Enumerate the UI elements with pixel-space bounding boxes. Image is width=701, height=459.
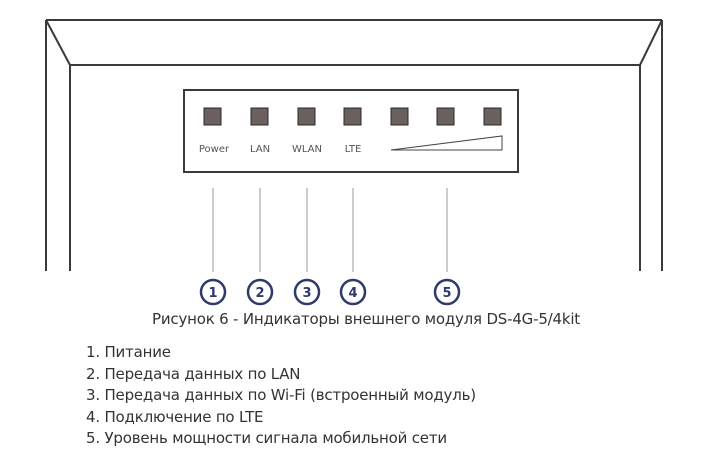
label-power: Power	[199, 144, 230, 155]
list-item: 5. Уровень мощности сигнала мобильной се…	[86, 429, 447, 448]
device-housing	[45, 19, 663, 271]
list-item: 2. Передача данных по LAN	[86, 364, 301, 383]
led-signal-1	[390, 107, 409, 126]
led-power	[203, 107, 222, 126]
indicator-panel	[183, 89, 519, 173]
legend-list: 1. Питание 2. Передача данных по LAN 3. …	[86, 342, 476, 450]
label-wlan: WLAN	[292, 144, 322, 155]
callout-3: 3	[302, 286, 311, 301]
led-signal-3	[483, 107, 502, 126]
callout-5: 5	[442, 286, 451, 301]
label-lte: LTE	[345, 144, 362, 155]
callout-2: 2	[255, 286, 264, 301]
leds	[203, 107, 502, 126]
leader-lines	[212, 188, 448, 272]
figure-caption: Рисунок 6 - Индикаторы внешнего модуля D…	[152, 310, 580, 328]
label-lan: LAN	[250, 144, 270, 155]
callout-1: 1	[208, 286, 217, 301]
list-item: 1. Питание	[86, 343, 171, 361]
callout-4: 4	[348, 286, 357, 301]
led-lan	[250, 107, 269, 126]
led-lte	[343, 107, 362, 126]
led-wlan	[297, 107, 316, 126]
led-signal-2	[436, 107, 455, 126]
callouts	[199, 278, 461, 306]
list-item: 3. Передача данных по Wi-Fi (встроенный …	[86, 386, 476, 405]
signal-strength-icon	[390, 135, 503, 151]
list-item: 4. Подключение по LTE	[86, 407, 264, 426]
